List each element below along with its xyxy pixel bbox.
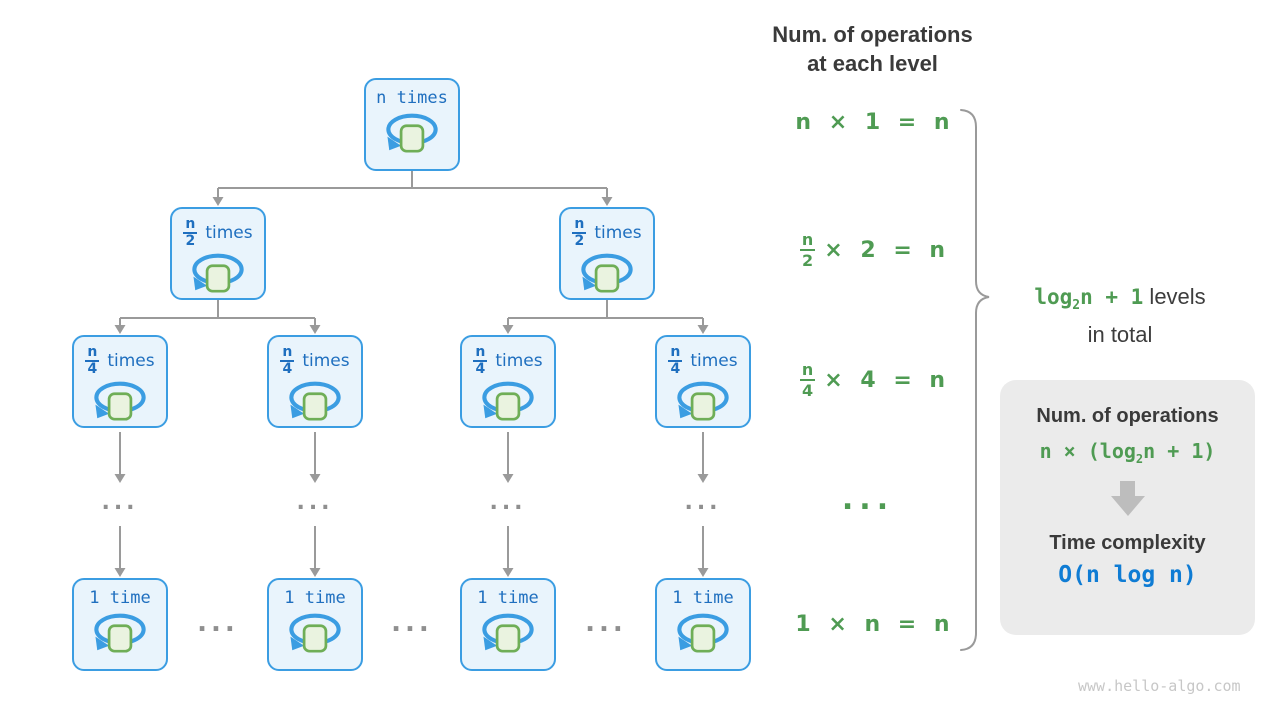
ellipsis: ... <box>296 490 334 515</box>
down-arrow-icon <box>1120 481 1135 496</box>
equation-level-1: n × 1 = n <box>795 110 955 135</box>
node-label: 1 time <box>284 588 346 608</box>
node-label: 1 time <box>672 588 734 608</box>
ellipsis: ... <box>197 608 239 638</box>
node-label: n times <box>376 88 448 108</box>
node-label: 1 time <box>89 588 151 608</box>
loop-icon <box>285 611 345 655</box>
equation-leaf: 1 × n = n <box>795 612 955 637</box>
summary-ops-formula: n × (log2n + 1) <box>1039 439 1216 466</box>
summary-tc-title: Time complexity <box>1049 532 1206 554</box>
tree-node-root: n times <box>364 78 460 171</box>
ellipsis: ... <box>585 608 627 638</box>
loop-icon <box>478 379 538 423</box>
levels-label: log2n + 1 levels in total <box>1034 284 1206 348</box>
summary-ops-title: Num. of operations <box>1036 405 1219 427</box>
loop-icon <box>382 111 442 155</box>
tree-node-leaf-2: 1 time <box>267 578 363 671</box>
tree-node-leaf-3: 1 time <box>460 578 556 671</box>
ellipsis: ... <box>391 608 433 638</box>
loop-icon <box>478 611 538 655</box>
tree-node-leaf-1: 1 time <box>72 578 168 671</box>
loop-icon <box>673 379 733 423</box>
ellipsis: ... <box>489 490 527 515</box>
loop-icon <box>285 379 345 423</box>
ellipsis-green: ... <box>841 482 895 517</box>
summary-box: Num. of operations n × (log2n + 1) Time … <box>1000 380 1255 635</box>
loop-icon <box>90 379 150 423</box>
loop-icon <box>188 251 248 295</box>
tree-node-leaf-4: 1 time <box>655 578 751 671</box>
summary-tc-value: O(n log n) <box>1058 562 1197 588</box>
loop-icon <box>577 251 637 295</box>
loop-icon <box>90 611 150 655</box>
loop-icon <box>673 611 733 655</box>
node-label: 1 time <box>477 588 539 608</box>
column-header: Num. of operations at each level <box>772 22 973 76</box>
ellipsis: ... <box>101 490 139 515</box>
watermark: www.hello-algo.com <box>1078 677 1241 695</box>
ellipsis: ... <box>684 490 722 515</box>
